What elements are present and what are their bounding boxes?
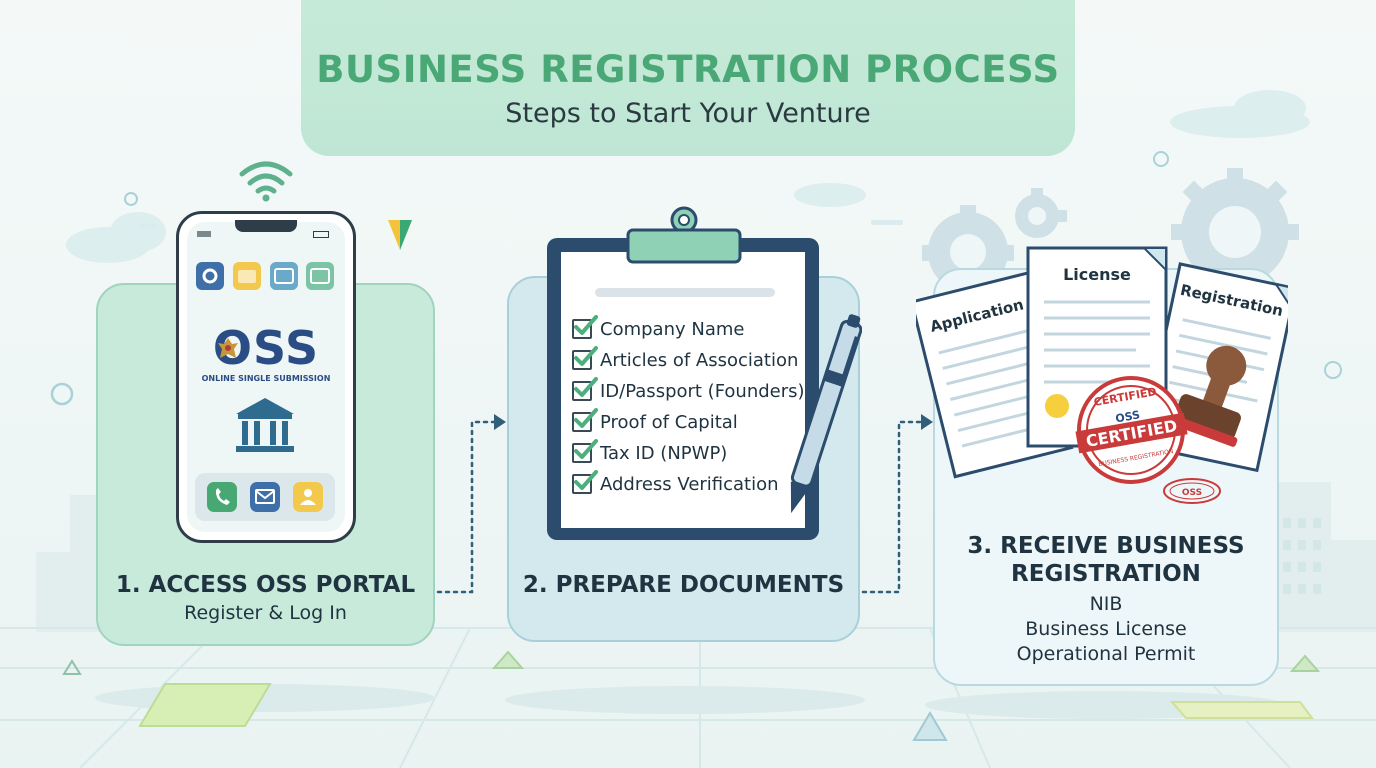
output-item: Operational Permit bbox=[1016, 643, 1196, 665]
step-3-title-line-1: 3. RECEIVE BUSINESS bbox=[967, 533, 1245, 559]
license-doc-label: License bbox=[1063, 265, 1131, 284]
checkbox-checked-icon bbox=[572, 346, 598, 370]
checklist-item: Tax ID (NPWP) bbox=[572, 439, 728, 466]
garuda-emblem-icon bbox=[218, 338, 238, 358]
checklist-label: ID/Passport (Founders) bbox=[600, 380, 805, 402]
arrow-step-2-to-3 bbox=[861, 414, 933, 594]
arrow-step-1-to-2 bbox=[436, 414, 506, 594]
signal-icon bbox=[197, 231, 211, 237]
page-subtitle: Steps to Start Your Venture bbox=[505, 98, 871, 129]
paper-header-line bbox=[595, 288, 775, 297]
seal-brand-text: OSS bbox=[1114, 408, 1141, 425]
checklist-label: Proof of Capital bbox=[600, 411, 738, 433]
checklist-label: Address Verification bbox=[600, 473, 779, 495]
phone-notch bbox=[235, 220, 297, 232]
step-3-title-line-2: REGISTRATION bbox=[1011, 561, 1201, 587]
step-3-title: 3. RECEIVE BUSINESS REGISTRATION bbox=[933, 532, 1279, 588]
clipboard-clip bbox=[626, 206, 742, 264]
header-banner: BUSINESS REGISTRATION PROCESS Steps to S… bbox=[301, 0, 1075, 156]
phone-dock-apps bbox=[207, 482, 323, 512]
triangle-accent-icon bbox=[388, 220, 412, 250]
checklist-item: ID/Passport (Founders) bbox=[572, 377, 805, 404]
small-seal-text: OSS bbox=[1182, 488, 1202, 498]
checklist-label: Tax ID (NPWP) bbox=[600, 442, 728, 464]
wifi-icon bbox=[239, 161, 293, 202]
phone-app-row bbox=[196, 262, 334, 290]
checklist-item: Address Verification bbox=[572, 470, 779, 497]
checkbox-checked-icon bbox=[572, 377, 598, 401]
step-3-outputs: NIB Business License Operational Permit bbox=[933, 592, 1279, 667]
checklist-item: Proof of Capital bbox=[572, 408, 738, 435]
output-item: NIB bbox=[1089, 593, 1123, 615]
checklist-item: Articles of Association bbox=[572, 346, 799, 373]
page-title: BUSINESS REGISTRATION PROCESS bbox=[316, 48, 1060, 91]
government-building-icon bbox=[236, 398, 294, 452]
checkbox-checked-icon bbox=[572, 408, 598, 432]
pen-icon bbox=[790, 314, 862, 514]
step-1-subtitle: Register & Log In bbox=[184, 602, 347, 624]
checkbox-checked-icon bbox=[572, 470, 598, 494]
oss-caption: ONLINE SINGLE SUBMISSION bbox=[201, 374, 331, 383]
checkbox-checked-icon bbox=[572, 439, 598, 463]
registration-documents: Application Registration License CERTIFI… bbox=[916, 246, 1288, 504]
clipboard-paper bbox=[561, 252, 805, 528]
output-item: Business License bbox=[1025, 618, 1187, 640]
checkbox-checked-icon bbox=[572, 315, 598, 339]
step-2-title: 2. PREPARE DOCUMENTS bbox=[522, 572, 845, 598]
step-1-title: 1. ACCESS OSS PORTAL bbox=[115, 572, 416, 598]
checklist-label: Articles of Association bbox=[600, 349, 799, 371]
checklist-label: Company Name bbox=[600, 318, 745, 340]
battery-icon bbox=[313, 231, 329, 238]
checklist-item: Company Name bbox=[572, 315, 745, 342]
